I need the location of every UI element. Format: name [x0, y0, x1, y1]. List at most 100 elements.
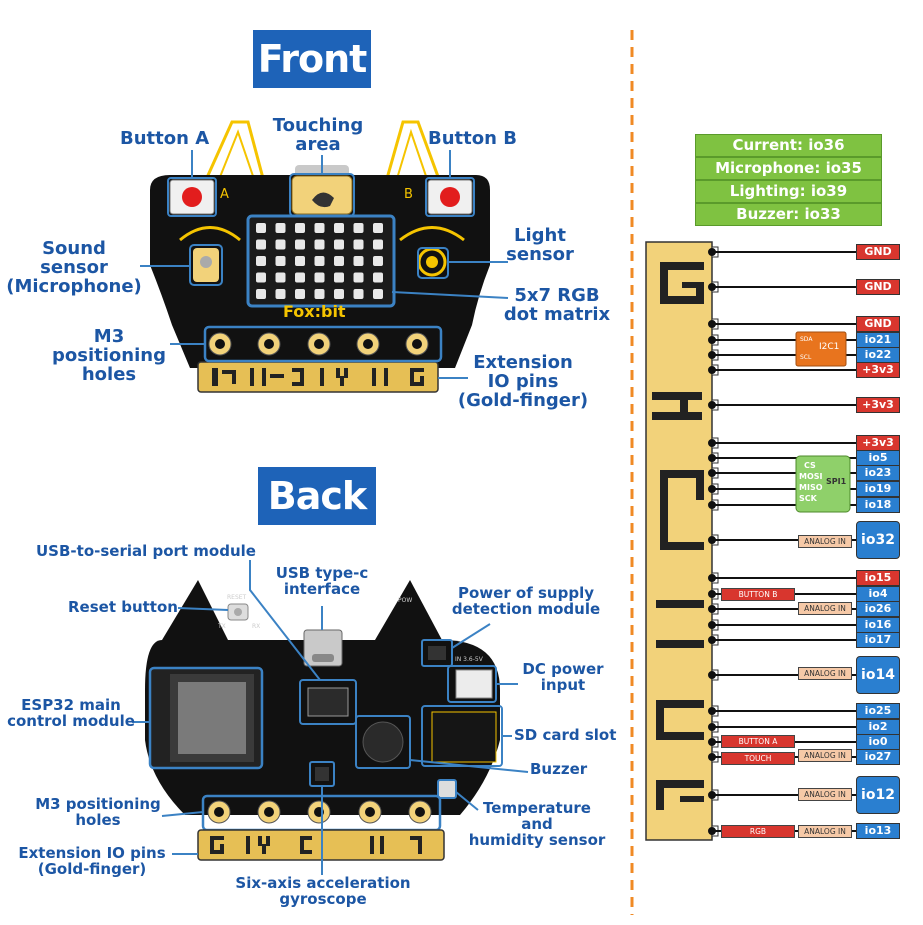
- matrix-led: [314, 239, 325, 250]
- pin-label: +3v3: [856, 362, 900, 378]
- front-silk-a: A: [220, 187, 229, 202]
- matrix-led: [295, 239, 305, 250]
- matrix-led: [334, 256, 344, 266]
- info-microphone: Microphone: io35: [695, 157, 882, 180]
- pin-label: io0: [856, 734, 900, 750]
- pin-label: io22: [856, 347, 900, 363]
- info-lighting: Lighting: io39: [695, 180, 882, 203]
- matrix-led: [256, 223, 266, 233]
- pin-label: io5: [856, 450, 900, 466]
- info-current: Current: io36: [695, 134, 882, 157]
- spi-sck: SCK: [799, 494, 817, 503]
- pin-label: io16: [856, 617, 900, 633]
- i2c-name: I2C1: [819, 342, 840, 352]
- pin-label: io2: [856, 719, 900, 735]
- matrix-led: [353, 289, 364, 299]
- matrix-led: [256, 272, 266, 283]
- label-button-a: Button A: [120, 128, 210, 149]
- pin-dot: [708, 636, 716, 644]
- front-title: Front: [253, 30, 371, 88]
- i2c-sda: SDA: [800, 336, 813, 343]
- pin-dot: [708, 671, 716, 679]
- pin-dot: [708, 536, 716, 544]
- pin-label: io4: [856, 586, 900, 602]
- pin-label: io18: [856, 497, 900, 513]
- matrix-led: [256, 289, 266, 299]
- matrix-led: [373, 272, 383, 283]
- label-buzzer: Buzzer: [530, 760, 588, 778]
- matrix-led: [256, 256, 266, 266]
- pin-label: io32: [856, 521, 900, 559]
- matrix-led: [314, 289, 325, 299]
- pin-dot: [708, 791, 716, 799]
- pin-label: io27: [856, 749, 900, 765]
- back-silk-rx: RX: [252, 623, 261, 630]
- matrix-led: [334, 289, 344, 299]
- pin-dot: [708, 707, 716, 715]
- pin-dot: [708, 501, 716, 509]
- back-title: Back: [258, 467, 376, 525]
- matrix-led: [275, 256, 286, 266]
- back-silk-reset: RESET: [227, 594, 247, 601]
- spi-miso: MISO: [799, 483, 823, 492]
- pin-label: io26: [856, 601, 900, 617]
- pin-dot: [708, 366, 716, 374]
- pin-dot: [708, 605, 716, 613]
- label-reset-button: Reset button: [68, 598, 178, 616]
- label-sd-slot: SD card slot: [514, 726, 617, 744]
- spi-mosi: MOSI: [799, 472, 823, 481]
- pin-label: io23: [856, 465, 900, 481]
- back-silk-vin: IN 3.6-5V: [455, 656, 483, 663]
- matrix-led: [275, 223, 286, 233]
- pin-label: GND: [856, 316, 900, 332]
- pin-dot: [708, 283, 716, 291]
- matrix-led: [353, 239, 364, 250]
- pin-label: +3v3: [856, 435, 900, 451]
- matrix-led: [314, 272, 325, 283]
- matrix-led: [334, 223, 344, 233]
- pin-label: io19: [856, 481, 900, 497]
- matrix-led: [295, 272, 305, 283]
- matrix-led: [295, 289, 305, 299]
- pin-dot: [708, 753, 716, 761]
- pin-dot: [708, 738, 716, 746]
- touch-tag: TOUCH: [721, 752, 795, 765]
- pin-dot: [708, 574, 716, 582]
- pin-dot: [708, 320, 716, 328]
- analog-tag-io14: ANALOG IN: [798, 667, 852, 680]
- pin-label: io17: [856, 632, 900, 648]
- matrix-led: [256, 239, 266, 250]
- button-a-tag: BUTTON A: [721, 735, 795, 748]
- back-silk-pow: POW: [398, 597, 413, 604]
- analog-tag-io26: ANALOG IN: [798, 602, 852, 615]
- matrix-led: [373, 256, 383, 266]
- analog-tag-io27: ANALOG IN: [798, 749, 852, 762]
- i2c-scl: SCL: [800, 354, 812, 361]
- spi-name: SPI1: [826, 477, 847, 486]
- pin-label: io15: [856, 570, 900, 586]
- matrix-led: [373, 239, 383, 250]
- matrix-led: [314, 223, 325, 233]
- pin-dot: [708, 351, 716, 359]
- matrix-led: [334, 272, 344, 283]
- matrix-led: [353, 272, 364, 283]
- pin-dot: [708, 723, 716, 731]
- analog-tag-io32: ANALOG IN: [798, 535, 852, 548]
- pin-dot: [708, 590, 716, 598]
- pin-dot: [708, 401, 716, 409]
- label-usb-serial: USB-to-serial port module: [36, 542, 256, 560]
- matrix-led: [334, 239, 344, 250]
- analog-tag-io12: ANALOG IN: [798, 788, 852, 801]
- back-silk-tx: TX: [218, 623, 226, 630]
